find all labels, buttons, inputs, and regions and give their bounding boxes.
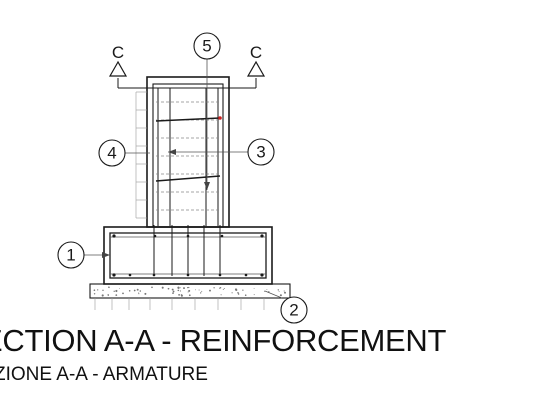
- stipple-dot: [237, 292, 239, 294]
- footing: [103, 225, 273, 285]
- drawing-subtitle: ZIONE A-A - ARMATURE: [0, 364, 208, 385]
- stipple-dot: [188, 286, 190, 289]
- stipple-dot: [108, 287, 110, 289]
- stipple-dot: [171, 288, 174, 291]
- stipple-dot: [102, 289, 104, 292]
- column: [135, 76, 230, 228]
- stipple-dot: [115, 294, 118, 296]
- stipple-dot: [235, 288, 238, 292]
- svg-text:2: 2: [289, 301, 298, 320]
- stipple-dot: [279, 294, 282, 297]
- stipple-dot: [101, 294, 104, 297]
- drawing-title: ECTION A-A - REINFORCEMENT: [0, 323, 447, 358]
- cut-arrow-right: [246, 60, 266, 77]
- stipple-dot: [198, 289, 200, 291]
- concrete-stipple: [93, 286, 286, 297]
- stipple-dot: [97, 289, 99, 291]
- section-cut-markers: C C: [108, 43, 266, 89]
- stipple-dot: [223, 287, 225, 290]
- stipple-dot: [138, 293, 140, 295]
- cut-label-left: C: [112, 43, 124, 62]
- stipple-dot: [179, 290, 181, 292]
- stipple-dot: [177, 286, 180, 289]
- stipple-dot: [222, 288, 224, 291]
- stipple-dot: [115, 289, 118, 293]
- stipple-dot: [151, 286, 153, 289]
- stipple-dot: [266, 288, 268, 290]
- blinding-layer: [89, 283, 291, 310]
- stipple-dot: [200, 292, 202, 294]
- stipple-dot: [178, 293, 181, 296]
- stipple-dot: [144, 292, 147, 295]
- stipple-dot: [107, 294, 109, 296]
- svg-text:4: 4: [107, 144, 116, 163]
- stipple-dot: [128, 290, 131, 292]
- stipple-dot: [242, 289, 244, 291]
- stipple-dot: [93, 289, 96, 292]
- callout-2: 2: [280, 296, 308, 324]
- stipple-dot: [277, 289, 280, 291]
- stipple-dot: [220, 294, 222, 296]
- cut-arrow-left: [108, 60, 128, 77]
- stipple-dot: [188, 294, 191, 297]
- stipple-dot: [187, 286, 189, 289]
- callout-1: 1: [57, 241, 85, 269]
- stipple-dot: [244, 294, 247, 296]
- stipple-dot: [113, 290, 115, 292]
- stipple-dot: [93, 293, 96, 295]
- svg-text:3: 3: [256, 143, 265, 162]
- stipple-dot: [253, 294, 255, 296]
- stipple-dot: [278, 291, 280, 293]
- stipple-dot: [237, 293, 240, 295]
- stipple-dot: [180, 294, 183, 297]
- stipple-dot: [172, 290, 175, 293]
- stipple-dot: [284, 292, 286, 294]
- stipple-dot: [194, 289, 196, 291]
- stipple-dot: [179, 287, 181, 289]
- callout-3: 3: [247, 138, 275, 166]
- stipple-dot: [136, 288, 139, 291]
- callout-4: 4: [98, 139, 126, 167]
- stipple-dot: [231, 292, 233, 294]
- stipple-dot: [219, 287, 221, 289]
- cut-label-right: C: [250, 43, 262, 62]
- stipple-dot: [119, 288, 120, 289]
- stipple-dot: [172, 292, 174, 294]
- callout-5: 5: [193, 32, 221, 60]
- svg-text:1: 1: [66, 246, 75, 265]
- leader-lines: [84, 59, 283, 299]
- stipple-dot: [209, 289, 211, 292]
- stipple-dot: [188, 289, 191, 292]
- stipple-dot: [161, 286, 164, 289]
- stipple-dot: [263, 290, 266, 292]
- stipple-dot: [253, 288, 255, 289]
- stipple-dot: [139, 290, 142, 292]
- stipple-dot: [122, 292, 124, 295]
- stipple-dot: [283, 290, 285, 292]
- stipple-dot: [201, 290, 203, 292]
- stipple-dot: [187, 291, 189, 293]
- stipple-dot: [133, 289, 136, 292]
- stipple-dot: [183, 287, 185, 290]
- stipple-dot: [167, 287, 170, 290]
- stipple-dot: [213, 287, 215, 289]
- svg-text:5: 5: [202, 37, 211, 56]
- stipple-dot: [177, 289, 180, 292]
